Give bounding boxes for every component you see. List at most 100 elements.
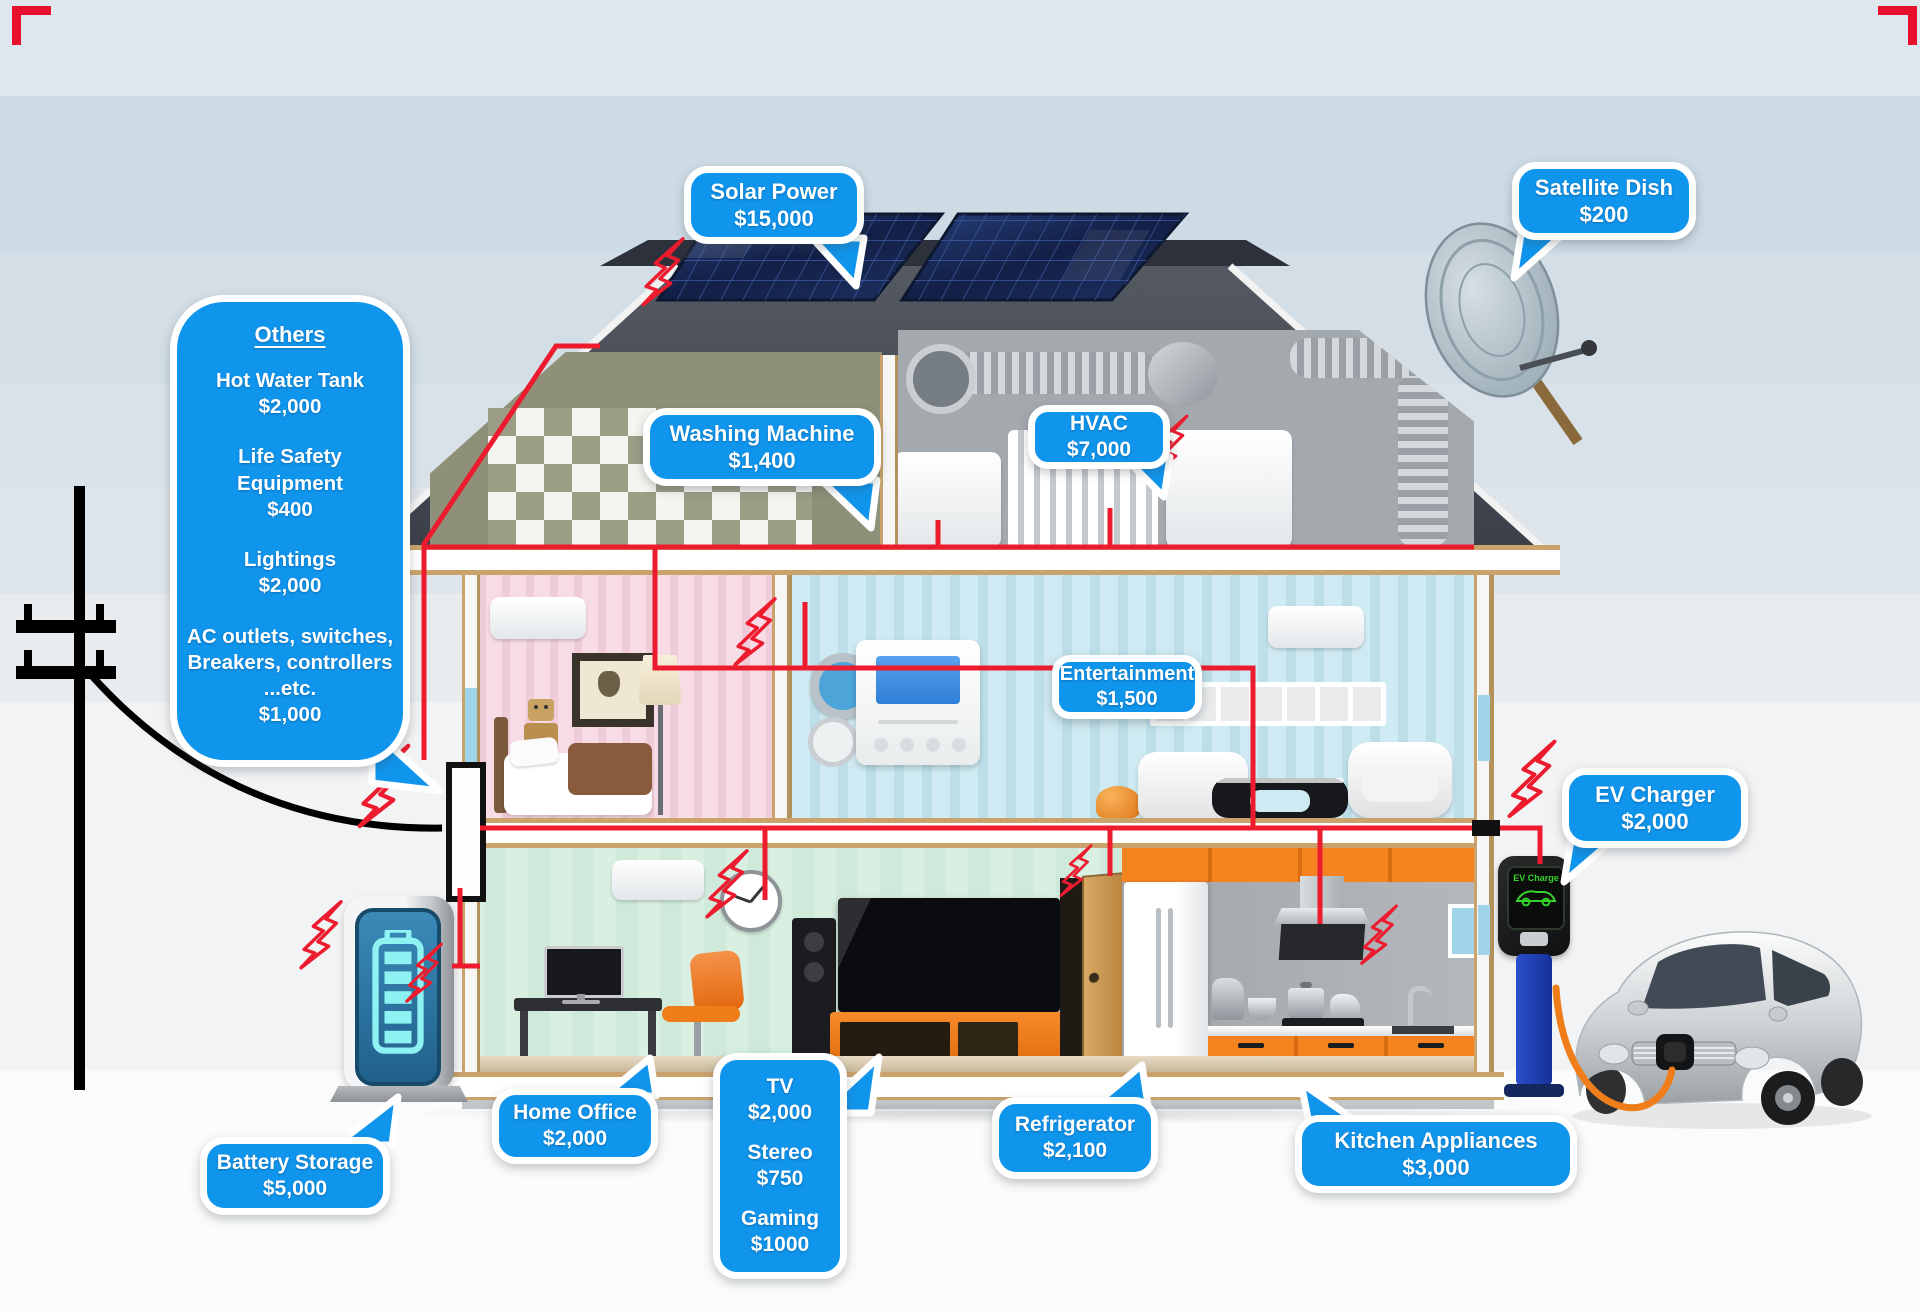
callout-value: $1,400 [728, 448, 796, 473]
callout-battery-storage: Battery Storage $5,000 [200, 1093, 402, 1215]
callout-title: EV Charger [1595, 781, 1715, 807]
callout-value: $1000 [750, 1233, 810, 1257]
air-conditioner [1268, 606, 1364, 648]
ev-charger-head: EV Charge [1498, 856, 1570, 956]
power-bolt-icon [705, 849, 749, 919]
ev-charger-post [1516, 954, 1552, 1086]
floor-lamp [638, 655, 682, 815]
refrigerator-appliance [1124, 882, 1208, 1072]
air-conditioner [612, 860, 704, 900]
ev-charger-base [1504, 1084, 1564, 1097]
electric-car [1552, 931, 1872, 1129]
power-bolt-icon [1059, 844, 1093, 898]
hvac-air-handler [1166, 430, 1292, 548]
car-mirror [1627, 1000, 1649, 1016]
callout-entertainment: Entertainment $1,500 [1052, 655, 1202, 719]
ev-car-icon [1515, 890, 1557, 907]
ev-charger: EV Charge [1498, 856, 1574, 1100]
battery-icon [372, 930, 424, 1054]
others-item: Life Safety Equipment $400 [237, 445, 343, 521]
kettle [1330, 994, 1360, 1020]
power-line [89, 673, 443, 832]
car-headlight [1598, 1043, 1630, 1065]
callout-title: Satellite Dish [1534, 174, 1674, 200]
power-pole [16, 486, 116, 1090]
ev-cable [1552, 984, 1676, 1112]
others-item: Hot Water Tank $2,000 [215, 369, 365, 419]
car-windshield [1642, 944, 1766, 1009]
office-media-room [462, 848, 1124, 1076]
battery-storage-unit [330, 896, 468, 1102]
power-bolt-icon [733, 597, 777, 667]
callout-value: $2,100 [1042, 1139, 1108, 1162]
callout-title: Washing Machine [669, 420, 855, 446]
mixing-bowl [1248, 998, 1276, 1020]
ev-screen-label: EV Charge [1513, 873, 1559, 883]
others-heading: Others [254, 322, 326, 347]
smoke-detector [808, 717, 858, 767]
callout-refrigerator: Refrigerator $2,100 [992, 1061, 1158, 1179]
car-mirror [1768, 1006, 1788, 1022]
car-rear-wheel [1821, 1058, 1863, 1106]
crop-mark [12, 6, 51, 45]
sink [1392, 1026, 1454, 1034]
stove-top [1282, 1018, 1364, 1028]
callout-title: Home Office [513, 1100, 637, 1124]
crop-mark [1878, 6, 1917, 45]
upper-cabinets [1122, 848, 1474, 882]
ev-charger-screen: EV Charge [1507, 866, 1565, 930]
solar-panel [899, 212, 1190, 302]
callout-others: Others Hot Water Tank $2,000 Life Safety… [170, 295, 444, 795]
others-item: Lightings $2,000 [243, 548, 337, 598]
electric-meter [446, 762, 486, 902]
bed [494, 717, 652, 820]
callout-tv-stereo-gaming: TV $2,000 Stereo $750 Gaming $1000 [713, 1053, 883, 1279]
coffee-table [1212, 778, 1348, 818]
callout-ev-charger: EV Charger $2,000 [1560, 768, 1748, 886]
power-bolt-icon [641, 237, 685, 307]
callout-value: $3,000 [1402, 1155, 1470, 1180]
callout-hvac: HVAC $7,000 [1028, 405, 1174, 501]
power-bolt-icon [1507, 739, 1557, 819]
speaker-tower [792, 918, 836, 1068]
computer-monitor [544, 946, 624, 1004]
air-conditioner [490, 597, 586, 639]
callout-title: Gaming [740, 1206, 820, 1230]
bedroom [462, 575, 772, 820]
power-bolt-icon [405, 942, 443, 1003]
thermostat-screen [876, 656, 960, 704]
countertop [1208, 1026, 1474, 1036]
callout-title: Kitchen Appliances [1334, 1127, 1538, 1153]
desk [514, 998, 662, 1068]
callout-satellite-dish: Satellite Dish $200 [1510, 162, 1696, 282]
callout-title: Solar Power [710, 178, 838, 204]
power-bolt-icon [299, 900, 343, 970]
hvac-air-handler [898, 452, 1001, 548]
battery-panel [355, 908, 441, 1086]
red-wiring [421, 343, 1543, 969]
callout-kitchen-appliances: Kitchen Appliances $3,000 [1295, 1079, 1577, 1193]
callout-title: Battery Storage [216, 1150, 374, 1174]
sky [0, 0, 1920, 96]
callout-washing-machine: Washing Machine $1,400 [643, 408, 881, 532]
hvac-duct-opening [906, 344, 976, 414]
wire-junction [1472, 820, 1500, 836]
callout-title: HVAC [1070, 411, 1128, 435]
callout-home-office: Home Office $2,000 [492, 1054, 660, 1164]
callout-value: $750 [756, 1167, 804, 1190]
faucet [1408, 986, 1431, 1025]
car-headlight [1734, 1046, 1770, 1070]
attic-divider-wall [880, 355, 898, 548]
house-shadow [390, 1102, 1570, 1124]
callout-value: $200 [1579, 202, 1629, 227]
callout-solar-power: Solar Power $15,000 [684, 166, 868, 290]
callout-value: $7,000 [1066, 438, 1132, 461]
hvac-duct-drop [1398, 376, 1448, 546]
callout-title: Stereo [747, 1140, 813, 1164]
car-side-window [1772, 950, 1831, 1006]
kitchen [1122, 848, 1480, 1072]
callout-value: $2,000 [747, 1100, 813, 1124]
